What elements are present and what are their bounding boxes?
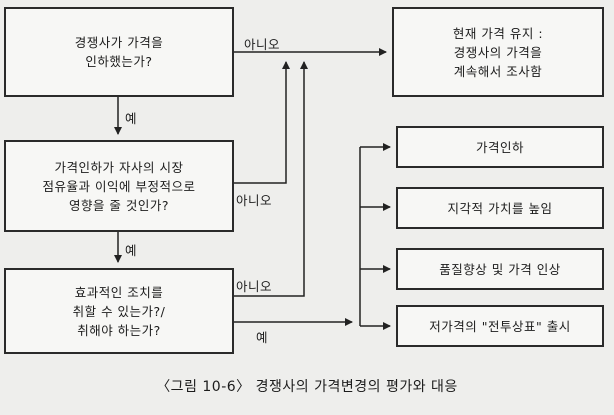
keep-line: 현재 가격 유지 : (452, 25, 544, 41)
question-price-cut: 경쟁사가 가격을 인하했는가? (4, 7, 234, 97)
q3-line: 취할 수 있는가?/ (72, 303, 166, 319)
yes-label: 예 (256, 330, 269, 345)
q3-no-connector (232, 61, 308, 297)
yes-label: 예 (125, 111, 138, 126)
keep-line: 계속해서 조사함 (453, 63, 543, 79)
q2-line: 점유율과 이익에 부정적으로 (42, 178, 196, 194)
response-label: 저가격의 "전투상표" 출시 (429, 318, 571, 334)
response-label: 가격인하 (475, 139, 524, 155)
q3-line: 취해야 하는가? (77, 322, 161, 338)
no-label: 아니오 (236, 279, 273, 294)
response-label: 지각적 가치를 높임 (447, 200, 553, 216)
response-label: 품질향상 및 가격 인상 (439, 261, 561, 277)
keep-current-price-box: 현재 가격 유지 : 경쟁사의 가격을 계속해서 조사함 (392, 7, 604, 97)
q1-line: 경쟁사가 가격을 (74, 35, 164, 50)
yes-label: 예 (125, 243, 138, 258)
question-effective-action: 효과적인 조치를 취할 수 있는가?/ 취해야 하는가? (4, 268, 234, 354)
q2-line: 가격인하가 자사의 시장 (54, 159, 184, 175)
response-improve-quality: 품질향상 및 가격 인상 (396, 248, 604, 290)
question-negative-impact: 가격인하가 자사의 시장 점유율과 이익에 부정적으로 영향을 줄 것인가? (4, 140, 234, 232)
response-price-cut: 가격인하 (396, 126, 604, 168)
no-label: 아니오 (236, 193, 273, 208)
q2-no-connector (232, 61, 290, 184)
keep-line: 경쟁사의 가격을 (453, 44, 543, 60)
no-label: 아니오 (244, 37, 281, 52)
q3-line: 효과적인 조치를 (74, 284, 164, 300)
response-fighting-brand: 저가격의 "전투상표" 출시 (396, 305, 604, 347)
response-raise-perceived-value: 지각적 가치를 높임 (396, 187, 604, 229)
q1-line: 인하했는가? (85, 54, 153, 69)
q2-line: 영향을 줄 것인가? (68, 197, 170, 213)
figure-caption: 〈그림 10-6〉 경쟁사의 가격변경의 평가와 대응 (156, 379, 458, 395)
